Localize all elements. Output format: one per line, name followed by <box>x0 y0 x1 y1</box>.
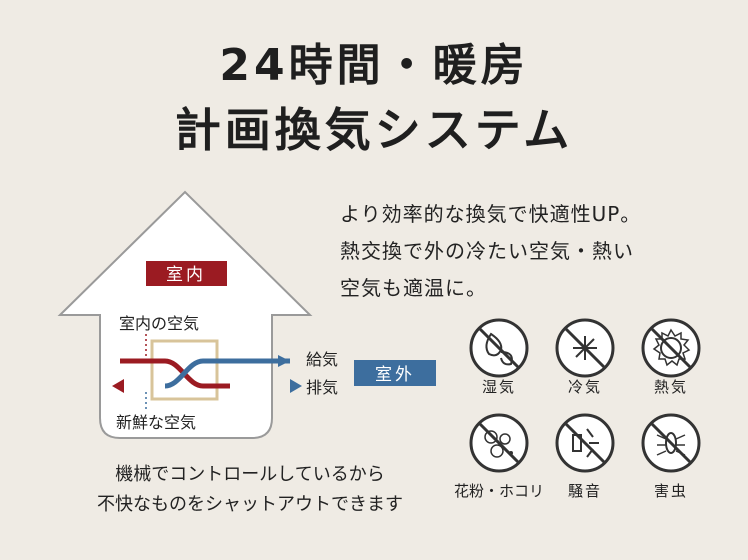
heat-icon <box>641 318 701 378</box>
title-line-2: 計画換気システム <box>174 103 574 157</box>
fresh-air-label: 新鮮な空気 <box>116 413 196 432</box>
insect-label: 害虫 <box>653 482 688 500</box>
supply-arrow-head <box>278 355 290 367</box>
exhaust-label: 排気 <box>306 378 338 397</box>
bottom-text-line-1: 機械でコントロールしているから <box>115 464 385 485</box>
outdoor-label-box <box>354 360 436 386</box>
pollen-dust-icon <box>469 413 529 473</box>
heat-exchanger-frame <box>150 339 219 401</box>
heat-label: 熱気 <box>653 378 688 396</box>
humidity-icon <box>469 318 529 378</box>
exhaust-arrow-right <box>290 379 302 393</box>
noise-label: 騒音 <box>567 482 602 500</box>
supply-label: 給気 <box>306 350 338 369</box>
cold-air-icon <box>555 318 615 378</box>
insect-icon <box>641 413 701 473</box>
description: より効率的な換気で快適性UP。 熱交換で外の冷たい空気・熱い 空気も適温に。 <box>340 196 641 307</box>
noise-icon <box>555 413 615 473</box>
outdoor-label: 室外 <box>375 365 415 385</box>
indoor-label-box <box>146 261 227 286</box>
indoor-air-label: 室内の空気 <box>119 314 199 333</box>
indoor-arrow-left <box>112 379 124 393</box>
bottom-text-line-2: 不快なものをシャットアウトできます <box>97 494 403 515</box>
description-line-3: 空気も適温に。 <box>340 276 487 300</box>
indoor-label: 室内 <box>166 265 206 285</box>
house-outline <box>57 190 313 439</box>
description-line-2: 熱交換で外の冷たい空気・熱い <box>340 239 634 263</box>
humidity-label: 湿気 <box>481 378 516 396</box>
cold-air-label: 冷気 <box>567 378 602 396</box>
description-line-1: より効率的な換気で快適性UP。 <box>340 202 642 226</box>
pollen-dust-label: 花粉・ホコリ <box>453 482 544 500</box>
title-line-1: 24時間・暖房 <box>219 40 529 91</box>
